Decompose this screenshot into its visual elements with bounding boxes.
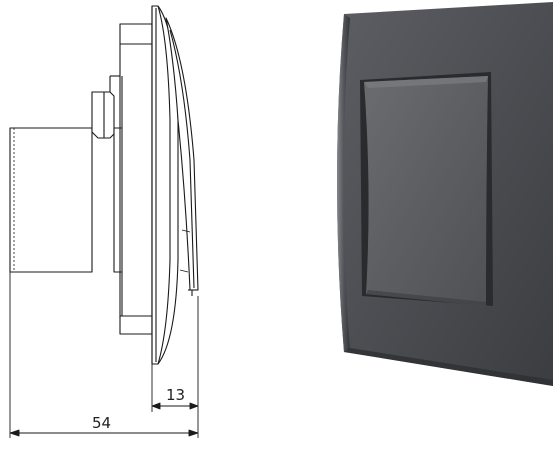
frame-profile [151,5,179,365]
dimension-label-54: 54 [92,414,111,432]
mechanism-body [9,127,93,273]
switch-rocker [364,76,488,306]
dimension-13 [151,402,199,410]
rocker-profile [165,17,199,296]
switch-product-render [337,2,553,386]
mounting-claw [91,75,120,139]
dimension-label-13: 13 [166,386,185,404]
frame-edge-highlight [337,14,350,352]
dimension-54 [9,429,199,437]
side-view-drawing [9,5,199,438]
mounting-plate [113,23,153,335]
extension-lines [9,272,199,438]
